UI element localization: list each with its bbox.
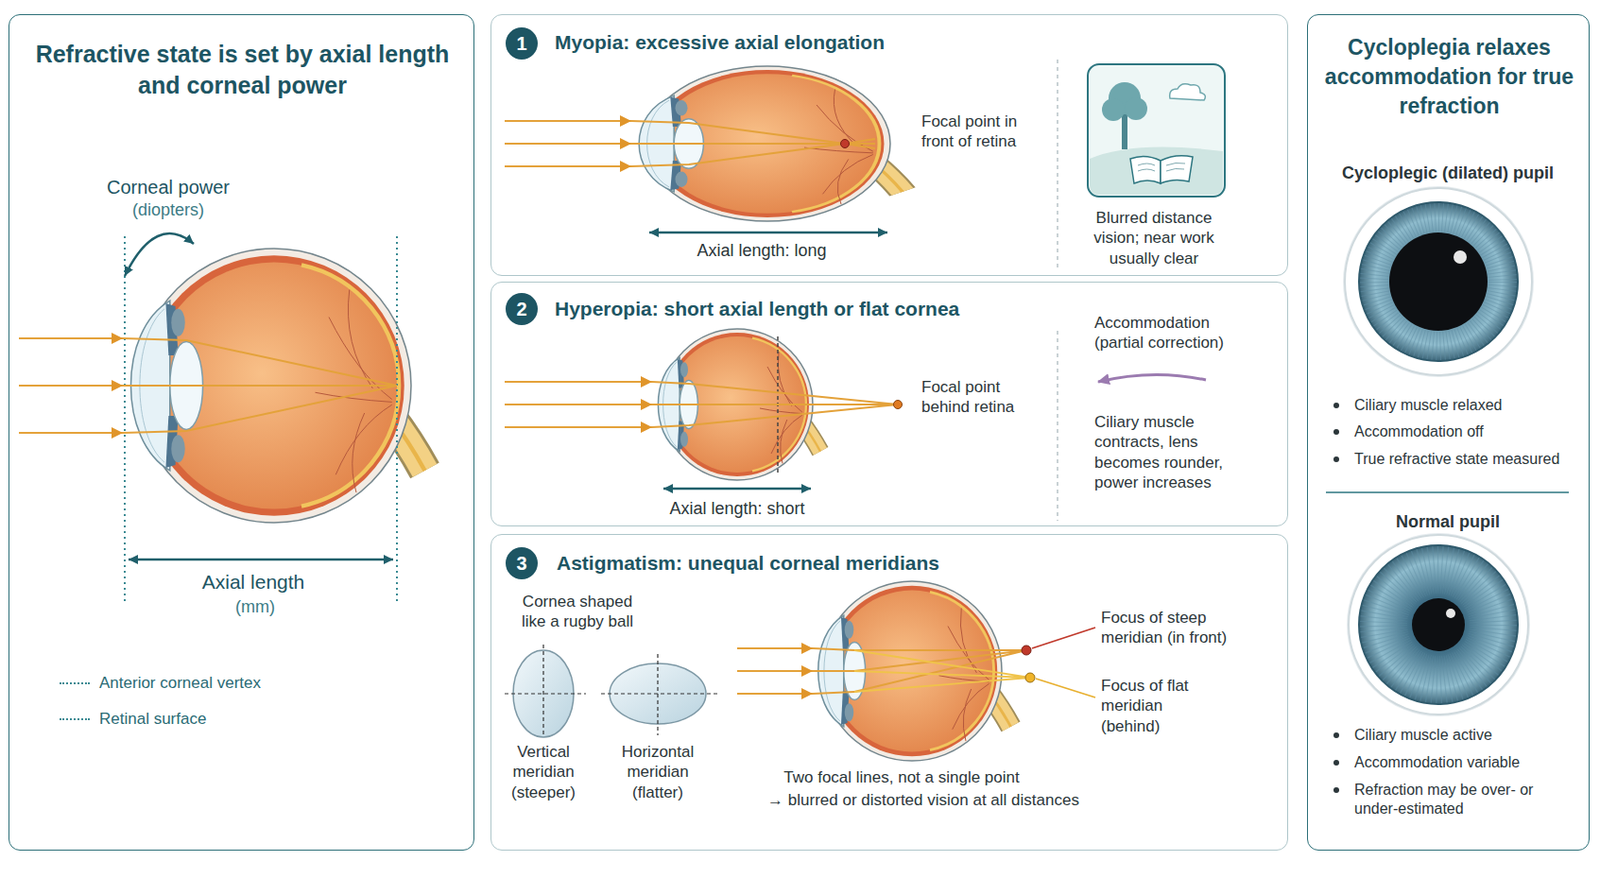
label: Horizontal meridian (flatter) (613, 741, 704, 803)
panel-heading: Astigmatism: unequal corneal meridians (556, 550, 1124, 577)
label: Two focal lines, not a single point (783, 767, 1019, 788)
label: → blurred or distorted vision at all dis… (767, 790, 1080, 810)
panel-heading: Refractive state is set by axial length … (28, 38, 457, 101)
legend-sample (59, 718, 90, 721)
label: Axial length: long (696, 240, 826, 262)
label: (diopters) (132, 199, 205, 222)
label: Ciliary muscle contracts, lens becomes r… (1094, 412, 1237, 493)
label: Vertical meridian (steeper) (500, 741, 586, 803)
bullet-dot (1333, 759, 1340, 766)
bullet-text: Accommodation off (1354, 422, 1484, 442)
legend-text: Anterior corneal vertex (99, 672, 261, 693)
bullet-dot (1333, 456, 1340, 463)
label: Focal point behind retina (921, 377, 1016, 418)
step-number: 3 (505, 547, 538, 580)
label: Accommodation (partial correction) (1094, 312, 1256, 354)
panel-heading: Cycloplegia relaxes accommodation for tr… (1321, 33, 1578, 121)
bullet-text: Refraction may be over- or under-estimat… (1354, 780, 1534, 819)
bullet-dot (1333, 429, 1340, 435)
bullet-dot (1333, 402, 1340, 409)
bullet-text: True refractive state measured (1354, 449, 1560, 469)
label: Focal point in front of retina (921, 111, 1026, 153)
panel-heading: Hyperopia: short axial length or flat co… (554, 295, 1122, 323)
label: Focus of steep meridian (in front) (1101, 607, 1262, 649)
label: Axial length (202, 569, 306, 595)
bullet-text: Accommodation variable (1354, 753, 1520, 773)
bullet-dot (1333, 787, 1340, 793)
label: Cornea shaped like a rugby ball (514, 591, 642, 633)
label: Axial length: short (669, 498, 805, 520)
bullet-text: Ciliary muscle relaxed (1354, 395, 1503, 415)
step-number-text: 2 (516, 299, 527, 319)
step-number-text: 3 (516, 553, 527, 573)
legend-text: Retinal surface (99, 708, 207, 729)
step-number: 2 (505, 292, 538, 326)
step-number-text: 1 (516, 34, 527, 53)
label: Cycloplegic (dilated) pupil (1341, 162, 1554, 185)
panel-heading: Myopia: excessive axial elongation (554, 29, 1122, 56)
panel: Refractive state is set by axial length … (8, 14, 475, 851)
label: Corneal power (106, 175, 230, 200)
step-number: 1 (505, 27, 538, 60)
label: Blurred distance vision; near work usual… (1076, 207, 1233, 269)
bullet-dot (1333, 732, 1340, 739)
legend-sample (59, 682, 90, 685)
label: Normal pupil (1395, 511, 1500, 534)
label: Focus of flat meridian (behind) (1101, 675, 1210, 737)
label: (mm) (235, 596, 276, 619)
bullet-text: Ciliary muscle active (1354, 725, 1493, 745)
